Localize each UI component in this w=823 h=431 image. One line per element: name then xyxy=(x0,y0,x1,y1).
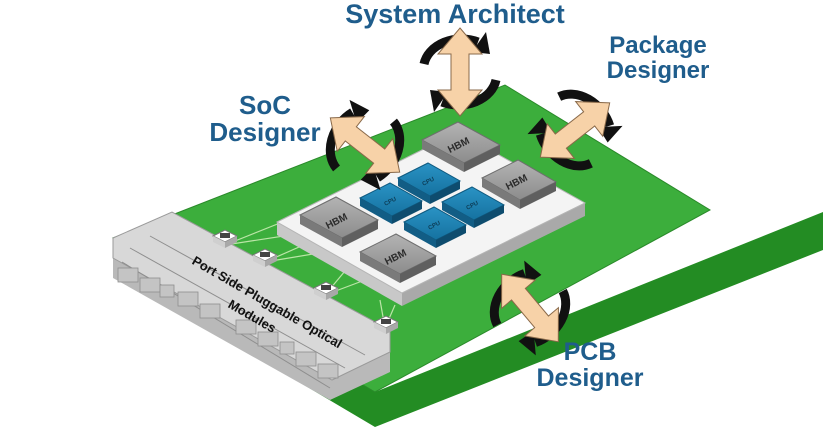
package-designer-line2: Designer xyxy=(606,57,710,85)
cpu-chip: CPU xyxy=(396,162,462,204)
package-designer-label: Package Designer xyxy=(588,32,728,85)
optical-module-cages xyxy=(112,211,391,400)
svg-text:CPU: CPU xyxy=(422,177,436,188)
system-architect-label: System Architect xyxy=(300,0,610,28)
cpu-chip: CPU xyxy=(440,186,506,228)
hbm-chip: HBM xyxy=(358,233,438,283)
svg-text:CPU: CPU xyxy=(466,201,480,212)
package-designer-line1: Package xyxy=(609,32,707,59)
system-architect-text: System Architect xyxy=(345,0,565,29)
hbm-chip: HBM xyxy=(480,159,558,209)
pcb-designer-line2: Designer xyxy=(536,364,644,393)
svg-text:CPU: CPU xyxy=(384,197,398,208)
pcb-designer-line1: PCB xyxy=(563,338,617,366)
board-connectors xyxy=(211,229,400,334)
soc-designer-label: SoC Designer xyxy=(205,90,325,148)
pcb-designer-label: PCB Designer xyxy=(520,339,660,392)
cpu-chip: CPU xyxy=(358,182,424,224)
svg-text:CPU: CPU xyxy=(428,221,442,232)
soc-designer-line1: SoC xyxy=(239,90,291,120)
hbm-chip: HBM xyxy=(420,121,502,172)
cpu-chip: CPU xyxy=(402,206,468,248)
chips: HBM HBM HBM HBM CPU xyxy=(298,121,558,283)
hbm-chip: HBM xyxy=(298,196,380,247)
soc-designer-line2: Designer xyxy=(209,117,321,148)
